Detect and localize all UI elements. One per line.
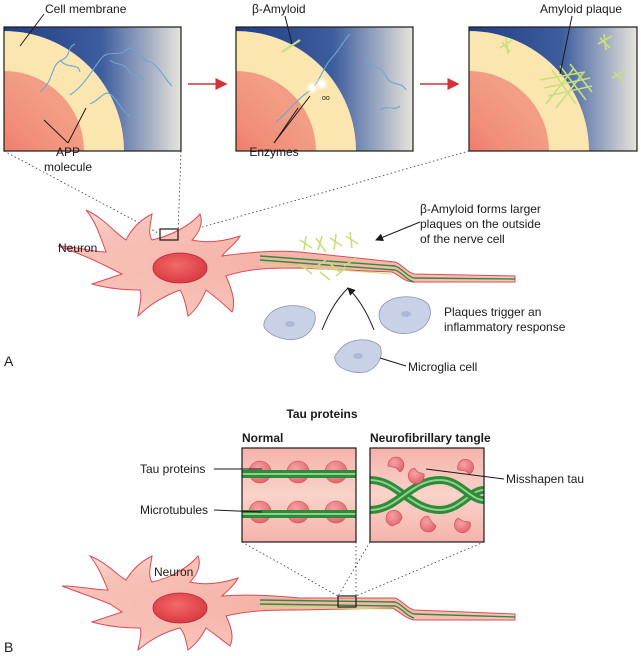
label-beta-amyloid: β-Amyloid <box>252 2 306 16</box>
tau-title: Tau proteins <box>286 407 357 421</box>
label-tau-proteins: Tau proteins <box>140 462 205 476</box>
label-cell-membrane: Cell membrane <box>45 2 127 16</box>
normal-title: Normal <box>242 431 283 445</box>
box-neurofibrillary-tangle <box>369 447 485 543</box>
label-inflammatory-1: Plaques trigger an <box>444 305 541 319</box>
label-plaques-form-2: plaques on the outside <box>420 217 541 231</box>
label-enzymes: Enzymes <box>249 145 298 159</box>
label-neuron-b: Neuron <box>154 565 193 579</box>
label-microglia: Microglia cell <box>408 360 477 374</box>
label-molecule: molecule <box>44 160 92 174</box>
neuron-a <box>57 209 516 318</box>
label-plaques-form-1: β-Amyloid forms larger <box>420 202 541 216</box>
box-beta-amyloid: oo <box>235 26 414 152</box>
neuron-b <box>61 554 516 652</box>
label-inflammatory-2: inflammatory response <box>444 320 566 334</box>
svg-text:oo: oo <box>322 95 330 102</box>
label-microtubules: Microtubules <box>140 503 208 517</box>
panel-letter-b: B <box>4 639 13 655</box>
microglia-cells <box>263 296 431 373</box>
label-neuron-a: Neuron <box>58 241 97 255</box>
label-app: APP <box>56 145 80 159</box>
tangle-title: Neurofibrillary tangle <box>370 431 491 445</box>
label-misshapen-tau: Misshapen tau <box>506 472 584 486</box>
label-amyloid-plaque: Amyloid plaque <box>540 2 622 16</box>
plaques-on-axon <box>299 231 359 281</box>
panel-letter-a: A <box>4 353 14 369</box>
box-amyloid-plaque <box>468 26 638 152</box>
box-normal-microtubules <box>241 447 357 543</box>
box-app-molecule <box>3 26 182 152</box>
label-plaques-form-3: of the nerve cell <box>420 232 505 246</box>
